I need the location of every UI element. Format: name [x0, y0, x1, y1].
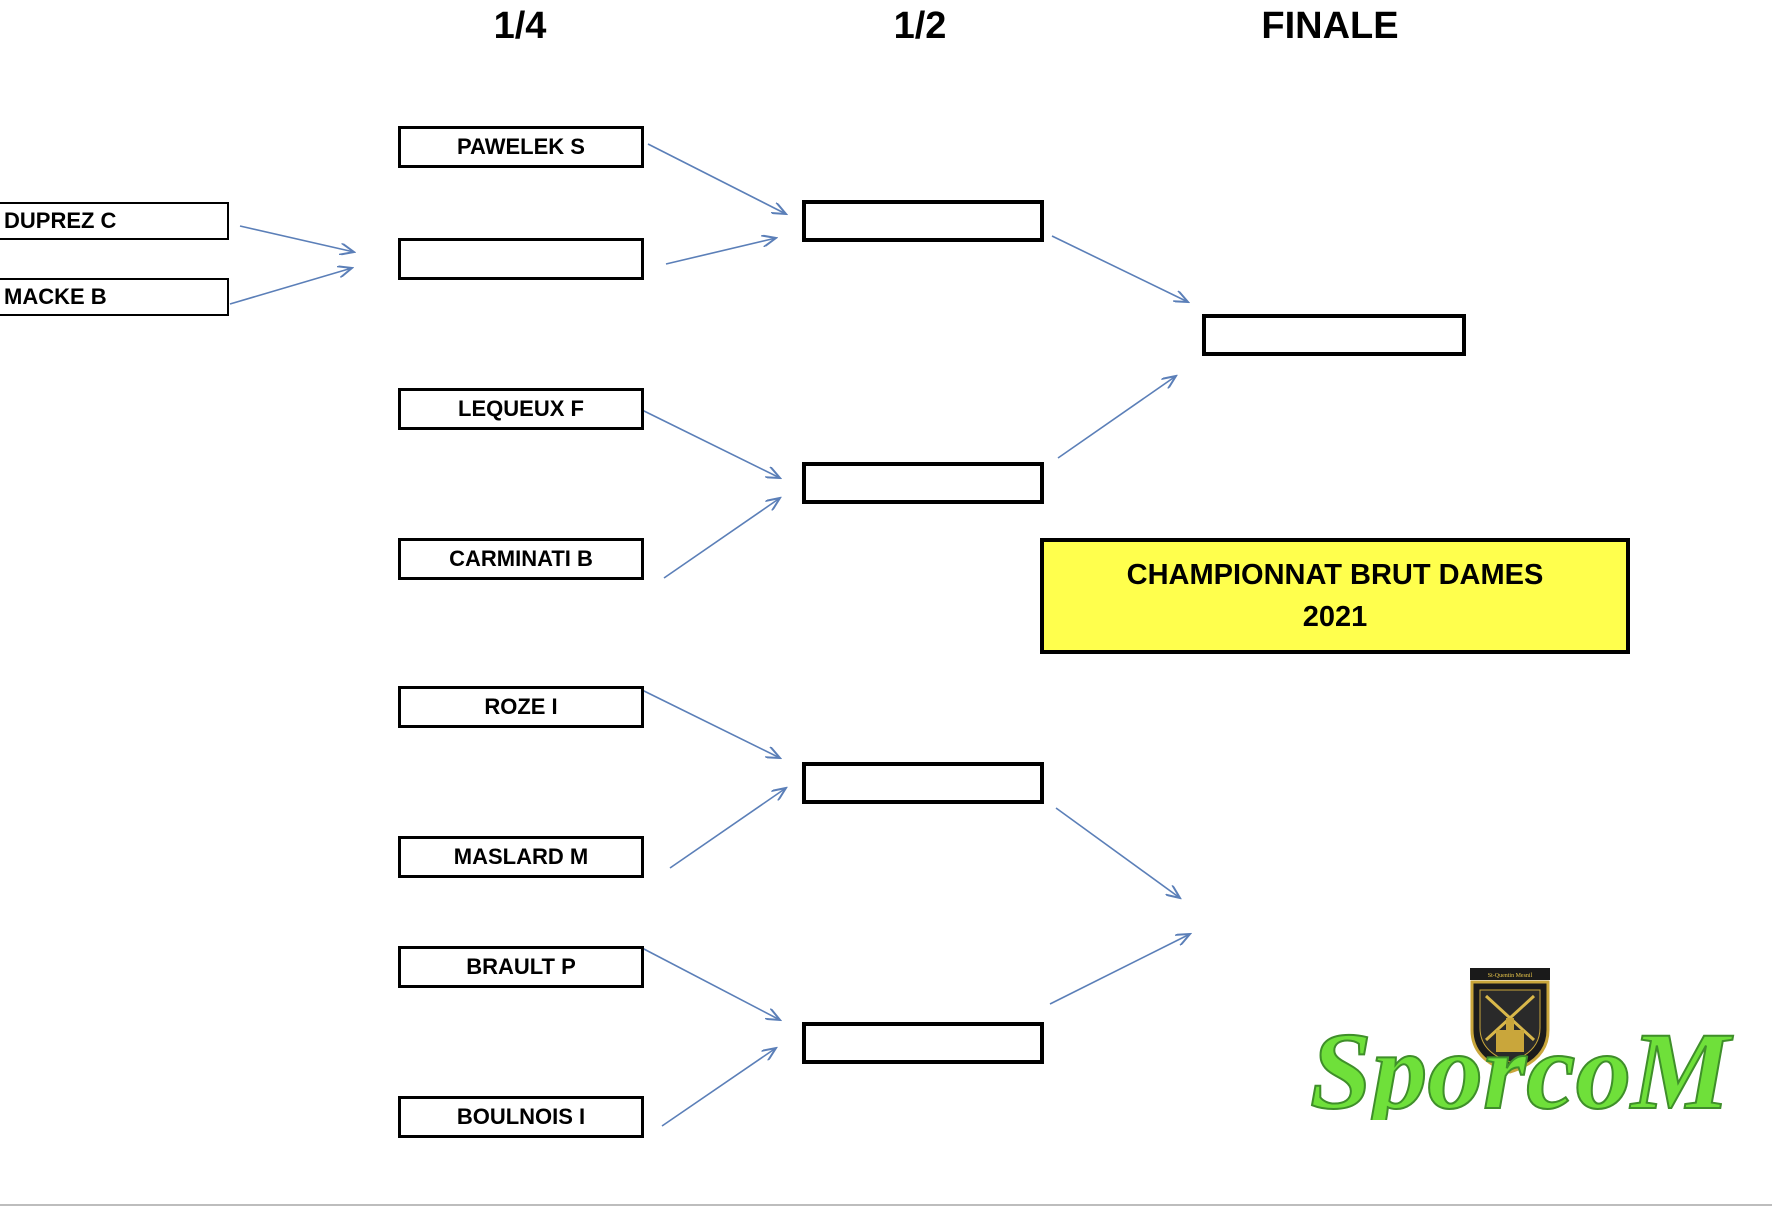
qf-box-6: MASLARD M	[398, 836, 644, 878]
sf-box-4	[802, 1022, 1044, 1064]
round-title-semifinal: 1/2	[893, 5, 947, 47]
arrow-qf-4	[663, 498, 780, 579]
qf-box-3: LEQUEUX F	[398, 388, 644, 430]
crest-label: St-Quentin Mesnil	[1488, 973, 1533, 979]
prelim-box-1: DUPREZ C	[0, 202, 229, 240]
qf-box-5: ROZE I	[398, 686, 644, 728]
banner-year: 2021	[1302, 601, 1368, 633]
arrow-qf-3	[641, 409, 780, 478]
qf-box-1: PAWELEK S	[398, 126, 644, 168]
arrow-sf-1	[1051, 235, 1188, 302]
championship-banner: CHAMPIONNAT BRUT DAMES 2021	[1040, 538, 1630, 654]
banner-title: CHAMPIONNAT BRUT DAMES	[1126, 558, 1544, 591]
sf-box-3	[802, 762, 1044, 804]
sporcom-wordmark: SporcoM	[1309, 1009, 1734, 1120]
arrow-qf-2	[665, 238, 776, 265]
footer-divider	[0, 1204, 1772, 1206]
qf-box-8: BOULNOIS I	[398, 1096, 644, 1138]
arrow-qf-7	[641, 947, 780, 1020]
sporcom-text: SporcoM	[1310, 1010, 1733, 1120]
arrow-sf-3	[1055, 807, 1180, 898]
arrow-prelim-2	[229, 268, 352, 305]
qf-box-7: BRAULT P	[398, 946, 644, 988]
arrow-qf-8	[661, 1048, 776, 1127]
final-box	[1202, 314, 1466, 356]
arrow-prelim-1	[239, 225, 354, 252]
sf-box-2	[802, 462, 1044, 504]
prelim-box-2: MACKE B	[0, 278, 229, 316]
arrow-sf-2	[1057, 376, 1176, 459]
arrow-qf-6	[669, 788, 786, 869]
round-title-final: FINALE	[1261, 5, 1399, 47]
qf-box-4: CARMINATI B	[398, 538, 644, 580]
arrow-sf-4	[1049, 934, 1190, 1005]
sf-box-1	[802, 200, 1044, 242]
sporcom-logo: St-Quentin Mesnil SporcoM	[1309, 968, 1734, 1120]
arrow-qf-5	[641, 689, 780, 758]
round-title-quarterfinal: 1/4	[493, 5, 547, 47]
crest-icon: St-Quentin Mesnil	[1470, 968, 1550, 1074]
qf-box-2	[398, 238, 644, 280]
arrow-qf-1	[647, 143, 786, 214]
